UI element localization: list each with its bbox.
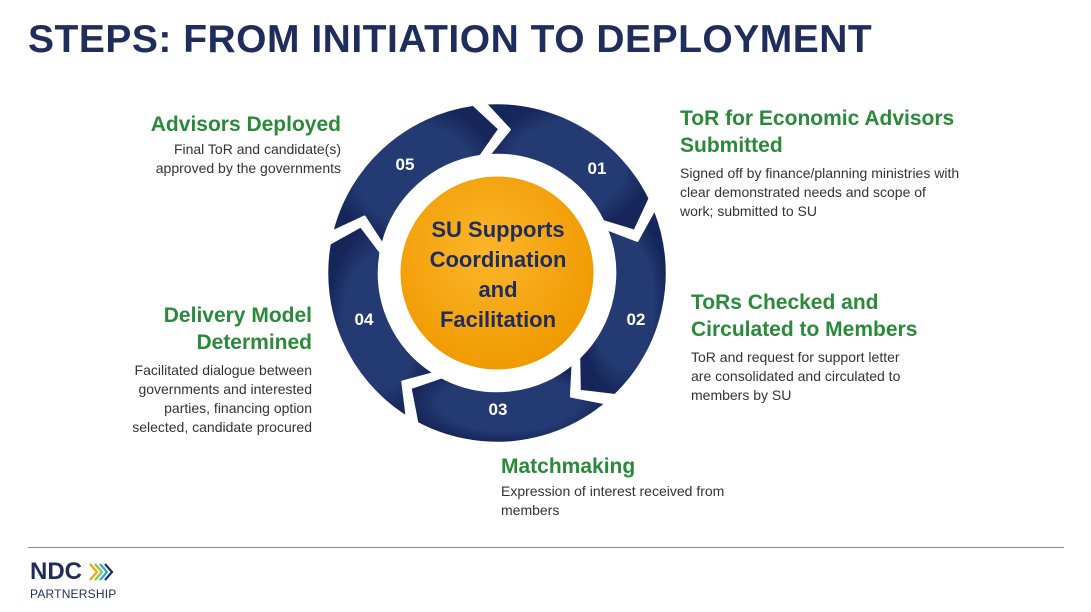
cycle-segment-04 xyxy=(409,362,608,445)
step-03: Matchmaking Expression of interest recei… xyxy=(501,453,801,520)
step-heading-line: Determined xyxy=(196,331,312,354)
cycle-segment-05 xyxy=(325,224,436,419)
step-heading: ToR for Economic Advisors Submitted xyxy=(680,105,1020,159)
step-desc-line: are consolidated and circulated to xyxy=(691,368,901,384)
step-desc-line: Final ToR and candidate(s) xyxy=(173,141,341,157)
logo-subtitle: PARTNERSHIP xyxy=(30,587,117,601)
step-desc-line: members by SU xyxy=(691,387,792,403)
ndc-partnership-logo: NDC PARTNERSHIP xyxy=(30,558,117,602)
footer-divider xyxy=(28,547,1064,548)
logo-brand: NDC xyxy=(30,558,82,585)
step-desc-line: approved by the governments xyxy=(155,160,341,176)
step-heading-line: ToR for Economic Advisors xyxy=(680,107,955,130)
step-desc-line: Expression of interest received from xyxy=(501,483,725,499)
step-number-03: 03 xyxy=(488,400,508,419)
step-heading-line: Matchmaking xyxy=(501,455,636,478)
center-line: Facilitation xyxy=(439,307,557,332)
center-line: and xyxy=(478,277,518,302)
logo-chevrons-icon xyxy=(89,563,114,581)
cycle-segments xyxy=(325,101,669,445)
step-desc-line: parties, financing option xyxy=(164,400,312,416)
center-label: SU Supports Coordination and Facilitatio… xyxy=(408,215,588,335)
step-05: Advisors Deployed Final ToR and candidat… xyxy=(60,111,341,178)
step-desc-line: selected, candidate procured xyxy=(132,419,312,435)
step-description: Final ToR and candidate(s) approved by t… xyxy=(60,140,341,178)
step-02: ToRs Checked and Circulated to Members T… xyxy=(691,289,991,405)
step-01: ToR for Economic Advisors Submitted Sign… xyxy=(680,105,1020,221)
step-heading-line: Submitted xyxy=(680,134,783,157)
step-desc-line: Facilitated dialogue between xyxy=(134,362,312,378)
step-04: Delivery Model Determined Facilitated di… xyxy=(60,302,312,437)
step-heading: Delivery Model Determined xyxy=(60,302,312,356)
center-line: Coordination xyxy=(429,247,567,272)
cycle-segment-03 xyxy=(577,208,669,397)
step-number-02: 02 xyxy=(626,310,646,329)
step-number-05: 05 xyxy=(395,155,415,174)
cycle-segment-01 xyxy=(330,103,501,246)
step-number-04: 04 xyxy=(354,310,374,329)
step-description: ToR and request for support letter are c… xyxy=(691,348,991,405)
step-desc-line: work; submitted to SU xyxy=(680,203,817,219)
center-circle xyxy=(397,173,597,373)
page-title: STEPS: FROM INITIATION TO DEPLOYMENT xyxy=(28,18,873,61)
step-heading-line: Advisors Deployed xyxy=(150,113,341,136)
center-line: SU Supports xyxy=(431,217,565,242)
step-heading-line: Delivery Model xyxy=(163,304,312,327)
step-heading-line: ToRs Checked and xyxy=(691,291,879,314)
step-heading-line: Circulated to Members xyxy=(691,318,918,341)
step-desc-line: ToR and request for support letter xyxy=(691,349,900,365)
step-description: Expression of interest received from mem… xyxy=(501,482,801,520)
step-desc-line: Signed off by finance/planning ministrie… xyxy=(680,165,960,181)
cycle-segment-02 xyxy=(483,101,652,233)
step-description: Facilitated dialogue between governments… xyxy=(60,361,312,437)
step-heading: Advisors Deployed xyxy=(60,111,341,138)
step-desc-line: members xyxy=(501,502,560,518)
step-heading: Matchmaking xyxy=(501,453,801,480)
step-heading: ToRs Checked and Circulated to Members xyxy=(691,289,991,343)
step-number-01: 01 xyxy=(587,159,607,178)
step-desc-line: clear demonstrated needs and scope of xyxy=(680,184,926,200)
step-desc-line: governments and interested xyxy=(138,381,312,397)
step-description: Signed off by finance/planning ministrie… xyxy=(680,164,1020,221)
